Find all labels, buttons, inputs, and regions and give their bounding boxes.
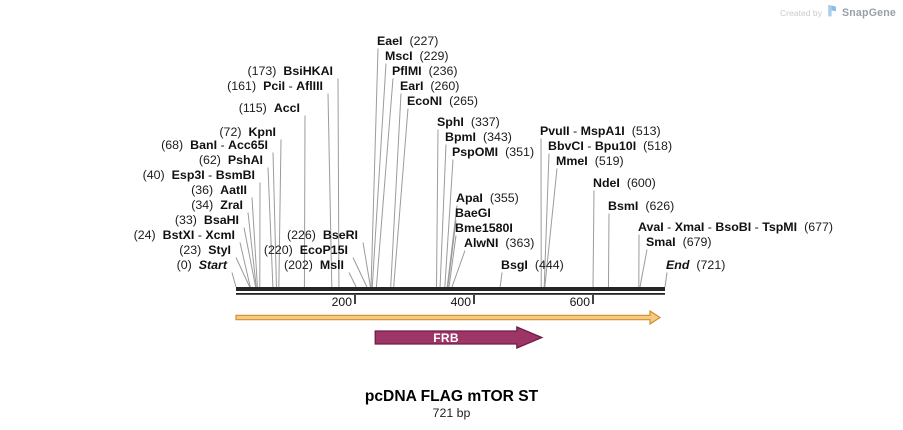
site-connector — [370, 48, 379, 288]
site-connector — [337, 78, 340, 288]
site-connector — [390, 93, 402, 288]
site-connector — [444, 159, 454, 288]
site-label-bme1580i: Bme1580I — [455, 221, 513, 235]
site-label-smai: SmaI(679) — [646, 235, 712, 249]
ruler-tick-label: 200 — [331, 295, 352, 309]
site-label-eari: EarI(260) — [400, 79, 460, 93]
site-connector — [592, 190, 595, 288]
site-label-pshai: (62)PshAI — [198, 153, 263, 167]
site-label-bsahi: (33)BsaHI — [174, 213, 239, 227]
site-label-ecop15i: (220)EcoP15I — [263, 243, 348, 257]
map-length: 721 bp — [432, 406, 471, 420]
site-label-bseri: (226)BseRI — [286, 228, 358, 242]
site-label-pcii-afliii: (161)PciI - AflIII — [227, 79, 323, 93]
site-connector — [448, 235, 457, 288]
frb-feature-arrow — [374, 326, 544, 349]
site-connector — [639, 249, 648, 288]
site-connector — [499, 272, 503, 288]
site-label-bsgi: BsgI(444) — [501, 258, 564, 272]
site-connector — [371, 63, 387, 288]
site-connector — [664, 272, 668, 288]
site-label-pspomi: PspOMI(351) — [452, 145, 535, 159]
site-connector — [446, 205, 458, 288]
site-label-baegi: BaeGI — [455, 206, 491, 220]
site-label-kpni: (72)KpnI — [219, 125, 276, 139]
ruler-tick-label: 600 — [569, 295, 590, 309]
sequence-bar-underline — [236, 293, 665, 295]
site-connector — [348, 272, 357, 288]
site-connector — [436, 129, 439, 288]
map-title: pcDNA FLAG mTOR ST — [364, 388, 539, 405]
site-connector — [439, 144, 447, 288]
snapgene-watermark: Created by SnapGene — [780, 4, 896, 22]
site-label-ndei: NdeI(600) — [593, 176, 656, 190]
site-label-mmei: MmeI(519) — [556, 154, 624, 168]
site-label-alwni: AlwNI(363) — [464, 236, 535, 250]
site-label-bpmi: BpmI(343) — [445, 130, 512, 144]
site-connector — [375, 78, 394, 288]
site-connector — [451, 250, 466, 288]
site-connector — [243, 227, 257, 288]
site-connector — [239, 242, 251, 288]
site-label-styi: (23)StyI — [179, 243, 231, 257]
site-label-apai: ApaI(355) — [456, 191, 519, 205]
site-label-zrai: (34)ZraI — [191, 198, 243, 212]
site-connector — [251, 197, 258, 288]
site-label-eaei: EaeI(227) — [377, 34, 439, 48]
site-label-pflmi: PflMI(236) — [392, 64, 458, 78]
site-label-msli: (202)MslI — [283, 258, 344, 272]
site-label-avai-xmai-bsobi-tspmi: AvaI - XmaI - BsoBI - TspMI(677) — [638, 220, 834, 234]
feature-label-frb: FRB — [433, 331, 459, 345]
site-connector — [278, 139, 282, 288]
site-label-pvuii-mspa1i: PvuII - MspA1I(513) — [540, 124, 661, 138]
site-connector — [543, 153, 550, 288]
site-connector — [247, 212, 257, 288]
site-label-sphi: SphI(337) — [437, 115, 500, 129]
site-connector — [607, 213, 610, 288]
site-connector — [327, 93, 333, 288]
site-connector — [352, 257, 368, 288]
site-connector — [544, 168, 558, 288]
site-label-econi: EcoNI(265) — [407, 94, 479, 108]
watermark-prefix: Created by — [779, 8, 822, 18]
site-connector — [231, 272, 237, 288]
site-label-esp3i-bsmbi: (40)Esp3I - BsmBI — [142, 168, 255, 182]
site-label-end: End(721) — [666, 258, 726, 272]
snapgene-logo-icon — [827, 4, 837, 22]
site-label-aatii: (36)AatII — [191, 183, 247, 197]
site-label-bstxi-xcmi: (24)BstXI - XcmI — [133, 228, 235, 242]
ruler-tick-label: 400 — [450, 295, 471, 309]
site-label-bsmi: BsmI(626) — [608, 199, 675, 213]
site-label-bbvci-bpu10i: BbvCI - Bpu10I(518) — [548, 139, 673, 153]
site-connector — [235, 257, 251, 288]
site-connector — [303, 115, 306, 288]
site-connector — [393, 108, 409, 288]
sequence-bar — [236, 287, 665, 291]
site-connector — [272, 152, 277, 288]
site-label-bani-acc65i: (68)BanI - Acc65I — [161, 138, 268, 152]
watermark-brand: SnapGene — [842, 7, 896, 19]
site-connector — [362, 242, 371, 288]
backbone-arrow — [235, 309, 662, 326]
site-label-bsihkai: (173)BsiHKAI — [247, 64, 333, 78]
site-connector — [447, 220, 457, 288]
site-connector — [267, 167, 274, 288]
site-label-start: (0)Start — [176, 258, 227, 272]
site-label-acci: (115)AccI — [238, 101, 300, 115]
site-label-msci: MscI(229) — [385, 49, 449, 63]
